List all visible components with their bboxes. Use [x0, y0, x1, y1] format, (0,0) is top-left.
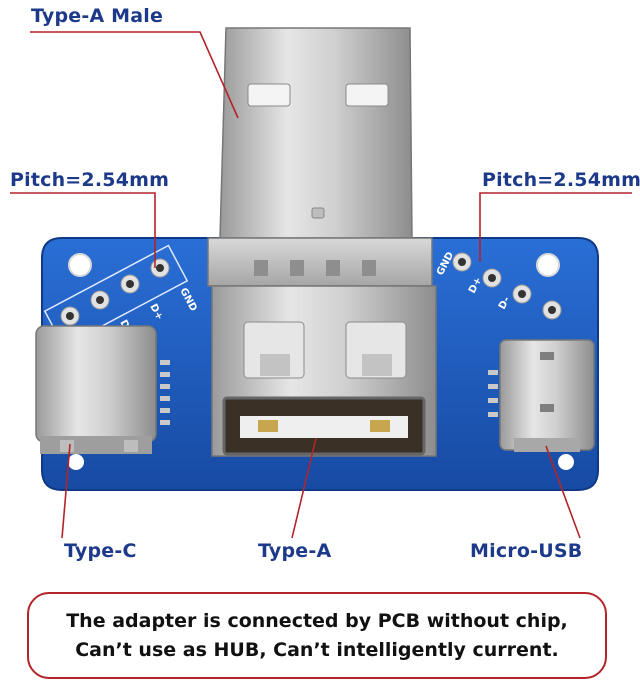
- leader-type-a-male: [30, 31, 239, 119]
- leader-type-a: [291, 437, 317, 539]
- leader-micro-usb: [545, 445, 581, 539]
- mounting-hole-right: [536, 253, 560, 277]
- leader-lines: [10, 31, 632, 539]
- mounting-hole-left: [68, 253, 92, 277]
- mounting-hole-bottom-left: [68, 454, 84, 470]
- type-c-receptacle: [35, 325, 157, 454]
- leader-pitch-left: [10, 192, 156, 268]
- note-line-2: Can’t use as HUB, Can’t intelligently cu…: [75, 639, 559, 661]
- leader-pitch-right: [479, 192, 632, 262]
- left-header-pads: [43, 244, 189, 348]
- micro-usb-receptacle: [499, 339, 595, 452]
- label-type-a: Type-A: [258, 540, 332, 562]
- silk-right-dminus: D-: [497, 295, 513, 311]
- label-micro-usb: Micro-USB: [470, 540, 583, 562]
- label-pitch-left: Pitch=2.54mm: [10, 169, 170, 191]
- type-a-male-plug: [207, 27, 433, 287]
- mounting-hole-bottom-right: [558, 454, 574, 470]
- label-type-a-male: Type-A Male: [31, 5, 164, 27]
- note-line-1: The adapter is connected by PCB without …: [66, 610, 568, 632]
- type-a-female-receptacle: [211, 285, 437, 457]
- label-type-c: Type-C: [64, 540, 137, 562]
- label-pitch-right: Pitch=2.54mm: [482, 169, 640, 191]
- right-header-pads: [452, 252, 562, 320]
- leader-type-c: [61, 443, 71, 539]
- note-box: The adapter is connected by PCB without …: [27, 592, 607, 679]
